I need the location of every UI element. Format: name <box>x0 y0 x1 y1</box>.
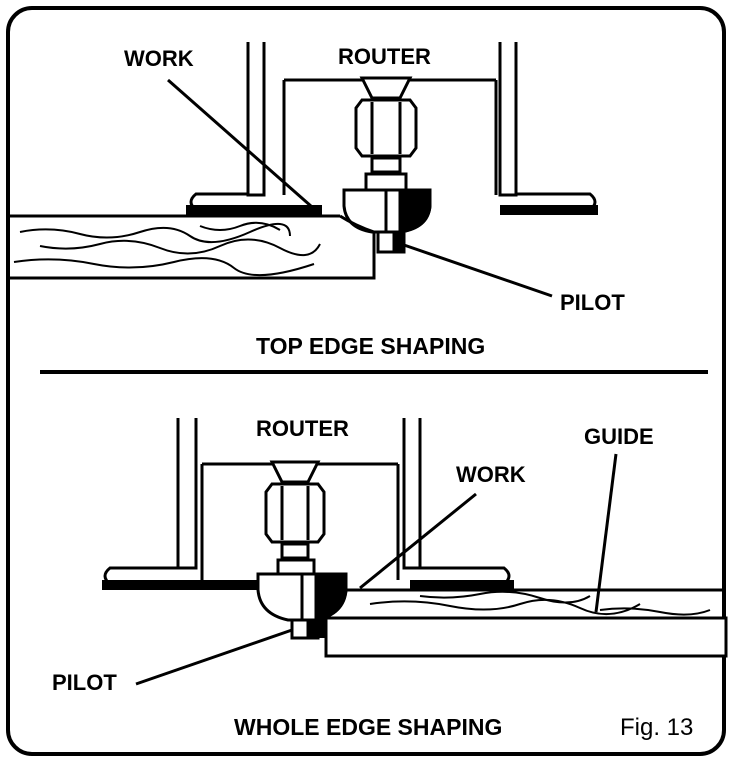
router-label-bottom: ROUTER <box>256 416 349 441</box>
pilot-bearing-top <box>376 230 406 254</box>
work-label-bottom: WORK <box>456 462 526 487</box>
bottom-caption: WHOLE EDGE SHAPING <box>234 714 502 740</box>
pilot-leader-bottom <box>135 628 293 686</box>
base-plate-left-bottom <box>102 580 258 590</box>
guide-label: GUIDE <box>584 424 654 449</box>
top-edge-shaping-panel: WORK ROUTER PILOT TOP EDGE SHAPING <box>8 42 625 359</box>
guide-edge <box>318 618 326 638</box>
pilot-label-bottom: PILOT <box>52 670 117 695</box>
guide-board <box>324 616 728 658</box>
base-plate-left-top <box>186 205 322 215</box>
work-leader-top <box>167 78 321 216</box>
work-leader-bottom <box>359 492 477 590</box>
router-bit-bottom <box>256 572 348 622</box>
pilot-leader-top <box>403 243 553 298</box>
router-collet-top <box>354 76 418 192</box>
pilot-label-top: PILOT <box>560 290 625 315</box>
workpiece-top <box>8 214 376 280</box>
router-label-top: ROUTER <box>338 44 431 69</box>
figure-number: Fig. 13 <box>620 714 693 741</box>
guide-leader <box>594 453 618 613</box>
top-caption: TOP EDGE SHAPING <box>256 333 485 359</box>
whole-edge-shaping-panel: ROUTER GUIDE WORK PILOT WHOLE EDGE SHAPI… <box>52 416 728 741</box>
pilot-bearing-bottom <box>290 618 320 640</box>
base-plate-right-top <box>500 205 598 215</box>
router-collet-bottom <box>264 460 326 576</box>
work-label-top: WORK <box>124 46 194 71</box>
base-plate-right-bottom <box>410 580 514 590</box>
